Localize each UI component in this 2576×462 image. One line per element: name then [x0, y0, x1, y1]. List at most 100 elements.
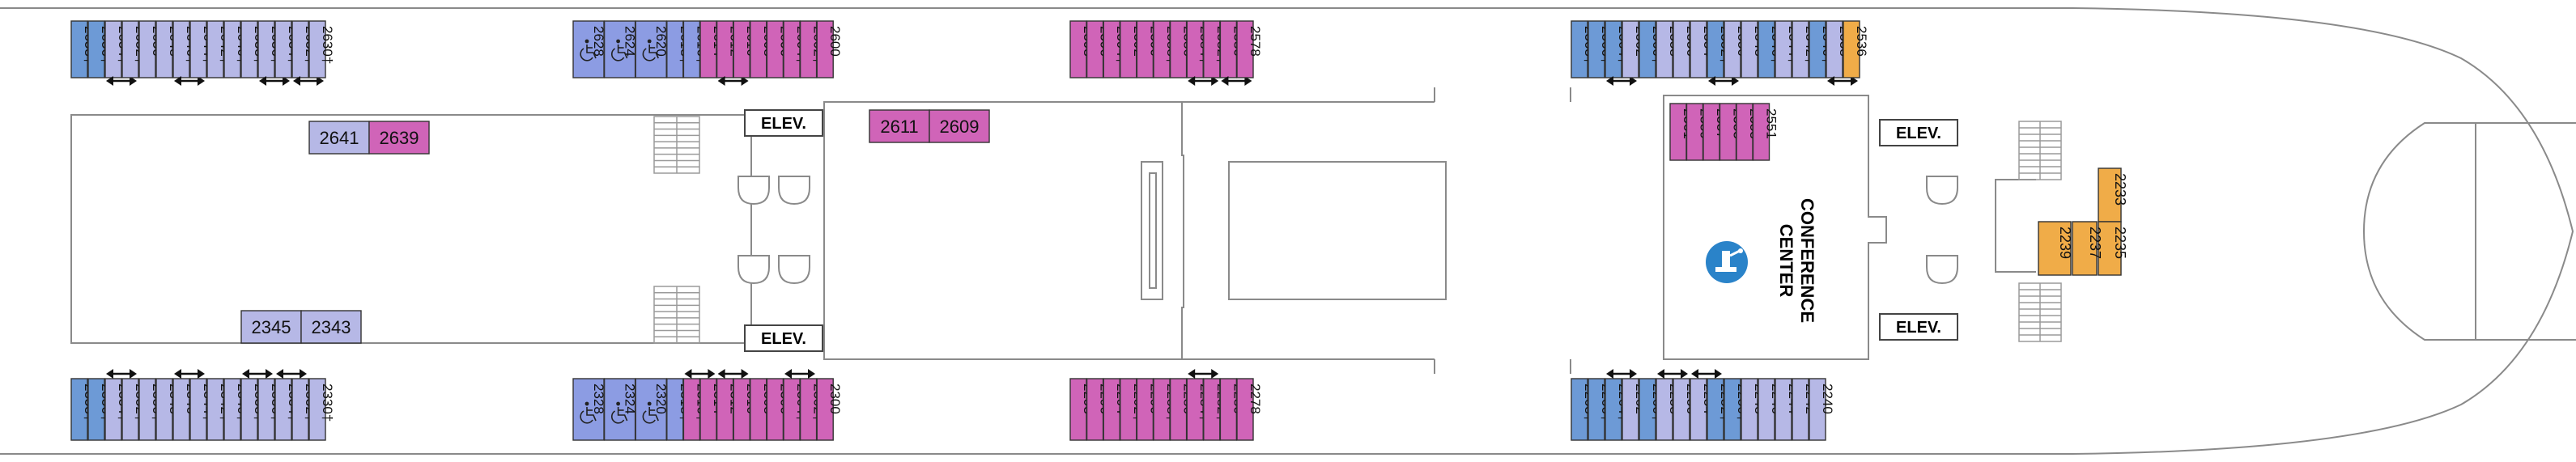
- stairway: [2018, 121, 2062, 180]
- lobby-fixture: [1926, 255, 1958, 285]
- cabin[interactable]: 2235: [2098, 221, 2128, 276]
- cabin-number: 2237: [2087, 227, 2103, 259]
- double-arrow-icon: [174, 369, 205, 379]
- wheelchair-icon: [642, 39, 659, 61]
- elevator-text: ELEV.: [761, 330, 806, 348]
- double-arrow-icon: [1221, 76, 1252, 86]
- double-arrow-icon: [1188, 76, 1219, 86]
- cabin[interactable]: 2609: [929, 109, 990, 143]
- lobby-fixture: [1926, 176, 1958, 206]
- elevator-label-aft-top: ELEV.: [744, 109, 823, 137]
- cabin-number: 2240: [1820, 384, 1835, 414]
- conference-label-line1: CONFERENCE: [1797, 198, 1817, 323]
- cabin[interactable]: 2328: [572, 378, 606, 441]
- lobby-fixture: [778, 255, 810, 285]
- atrium-area: [823, 101, 1184, 360]
- cabin[interactable]: 2300: [816, 378, 843, 441]
- cabin-number: 2609: [940, 117, 980, 137]
- conference-label-line2: CENTER: [1776, 224, 1796, 298]
- cabin[interactable]: 2345: [240, 310, 302, 344]
- elevator-text: ELEV.: [1896, 319, 1941, 337]
- double-arrow-icon: [684, 369, 716, 379]
- double-arrow-icon: [1606, 369, 1637, 379]
- stairway: [653, 286, 700, 344]
- cabin[interactable]: 2324: [603, 378, 638, 441]
- cabin-number: 2343: [312, 317, 351, 337]
- wheelchair-icon: [611, 39, 628, 61]
- double-arrow-icon: [276, 369, 307, 379]
- cabin[interactable]: 2600: [816, 20, 843, 78]
- cabin[interactable]: 2233: [2098, 167, 2128, 223]
- cabin-number: 2624: [623, 26, 638, 57]
- bow-bulkhead: [2476, 122, 2576, 341]
- cabin-number: 2628: [591, 26, 606, 57]
- cabin[interactable]: 2536: [1843, 20, 1869, 78]
- double-arrow-icon: [717, 369, 749, 379]
- conference-center-label: CONFERENCE CENTER: [1776, 198, 1817, 323]
- hull-outline: [0, 7, 2574, 455]
- aft-lounge: [70, 114, 752, 344]
- wheelchair-icon: [580, 401, 597, 424]
- wheelchair-icon: [580, 39, 597, 61]
- ship-structure: [0, 7, 2576, 455]
- double-arrow-icon: [259, 76, 290, 86]
- cabin[interactable]: 2330†: [308, 378, 335, 441]
- elevator-label-aft-bottom: ELEV.: [744, 324, 823, 352]
- stairway: [2018, 282, 2062, 342]
- lobby-fixture: [778, 176, 810, 206]
- cabin[interactable]: 2624: [603, 20, 638, 78]
- cabin[interactable]: 2611: [869, 109, 930, 143]
- double-arrow-icon: [784, 369, 815, 379]
- cabin-blocks: 2658†2656†2654†2652†265026482646†2644†26…: [70, 20, 2128, 441]
- stairway: [653, 116, 700, 174]
- cabin-number: 2600: [827, 26, 843, 57]
- cabin[interactable]: 2240: [1809, 378, 1835, 441]
- lobby-fixture: [738, 255, 770, 285]
- cabin-number: 2639: [380, 128, 419, 148]
- lobby-fixture: [738, 176, 770, 206]
- cabin[interactable]: 2630†: [308, 20, 335, 78]
- lobby-fixtures: [738, 176, 1958, 285]
- cabin[interactable]: 2578: [1236, 20, 1263, 78]
- atrium-bar-inner: [1149, 172, 1157, 289]
- cabin[interactable]: 2620: [635, 20, 669, 78]
- cabin[interactable]: 2320: [635, 378, 669, 441]
- cabin[interactable]: 2628: [572, 20, 606, 78]
- cabin-number: 2320: [653, 384, 669, 414]
- cabin[interactable]: 2639: [368, 121, 430, 155]
- cabin[interactable]: 2237: [2072, 221, 2103, 276]
- double-arrow-icon: [106, 369, 137, 379]
- double-arrow-icon: [1188, 369, 1219, 379]
- conference-center-room: [1663, 95, 1887, 360]
- double-arrow-icon: [717, 76, 749, 86]
- double-arrow-icon: [1657, 369, 1688, 379]
- cabin-number: 2620: [653, 26, 669, 57]
- cabin[interactable]: 2641: [308, 121, 370, 155]
- cabin-number: 2611: [880, 117, 918, 137]
- cabin-number: 2345: [252, 317, 291, 337]
- double-arrow-icon: [242, 369, 273, 379]
- double-arrow-icon: [106, 76, 137, 86]
- cabin-number: 2578: [1248, 26, 1263, 57]
- bow-mooring-area: [2362, 122, 2476, 341]
- cabin-number: 2300: [827, 384, 843, 414]
- cabin-number: 2233: [2112, 173, 2128, 206]
- cabin-number: 2630†: [320, 26, 335, 64]
- elevator-text: ELEV.: [761, 115, 806, 133]
- double-arrow-icon: [1606, 76, 1637, 86]
- cabin-number: 2551: [1764, 108, 1779, 139]
- elevator-text: ELEV.: [1896, 125, 1941, 142]
- cabin[interactable]: 2343: [300, 310, 362, 344]
- atrium-bar: [1141, 161, 1163, 300]
- stairways: [653, 116, 2062, 344]
- cabin[interactable]: 2239: [2038, 221, 2073, 276]
- cabin[interactable]: 2551: [1752, 103, 1779, 161]
- cabin-number: 2328: [591, 384, 606, 414]
- cabin-number: 2324: [623, 384, 638, 414]
- double-arrow-icon: [1827, 76, 1858, 86]
- cabin-number: 2235: [2112, 227, 2128, 259]
- cabin[interactable]: 2278: [1236, 378, 1263, 441]
- double-arrow-icon: [1691, 369, 1722, 379]
- podium-icon: [1706, 241, 1748, 283]
